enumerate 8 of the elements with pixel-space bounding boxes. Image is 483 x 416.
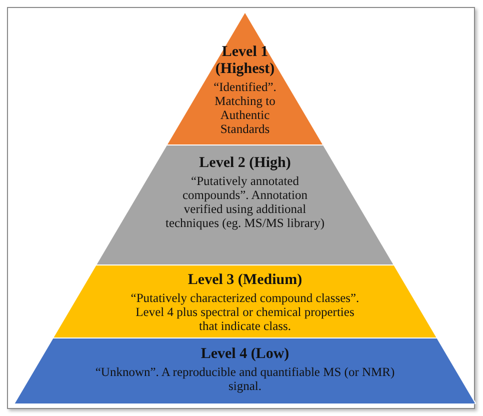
level-description: “Unknown”. A reproducible and quantifiable MS (or NMR) signal. <box>95 365 395 393</box>
level-description: “Putatively characterized compound classes”. Level 4 plus spectral or chemical properties that indicate class. <box>130 291 360 333</box>
level-description: “Putatively annotated compounds”. Annotation verified using additional techniques (eg. MS/MS library) <box>165 174 325 230</box>
level-heading: Level 4 (Low) <box>200 346 290 363</box>
level-heading: Level 1 (Highest) <box>214 44 276 78</box>
level-heading: Level 3 (Medium) <box>186 272 304 289</box>
level-description: “Identified”. Matching to Authentic Standards <box>212 80 278 136</box>
level-heading: Level 2 (High) <box>198 155 292 172</box>
